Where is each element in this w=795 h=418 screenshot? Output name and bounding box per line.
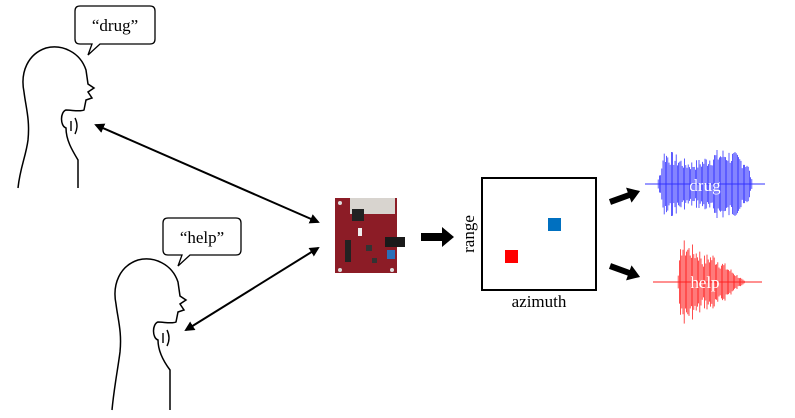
radar-board-image <box>335 198 405 273</box>
output-label-help: help <box>690 273 719 292</box>
arrow-to-map <box>421 227 454 247</box>
sound-icon-bottom <box>162 329 170 347</box>
sound-icon-top <box>70 117 78 135</box>
person-silhouette-top <box>17 46 96 189</box>
speech-bubble-drug: “drug” <box>74 5 156 56</box>
speech-text-drug: “drug” <box>92 16 138 35</box>
y-axis-label: range <box>459 215 478 253</box>
waveform-drug <box>645 149 765 219</box>
arrow-to-help <box>608 263 641 281</box>
person-silhouette-bottom <box>111 258 188 411</box>
waveform-help <box>653 240 762 324</box>
double-arrow-bottom <box>184 246 320 332</box>
speech-text-help: “help” <box>180 228 224 247</box>
target-red <box>505 250 518 263</box>
double-arrow-top <box>94 123 320 224</box>
x-axis-label: azimuth <box>512 292 567 311</box>
target-blue <box>548 218 561 231</box>
arrow-to-drug <box>608 187 641 205</box>
speech-bubble-help: “help” <box>162 217 242 267</box>
output-label-drug: drug <box>689 176 721 195</box>
range-azimuth-map: range azimuth <box>459 177 597 311</box>
